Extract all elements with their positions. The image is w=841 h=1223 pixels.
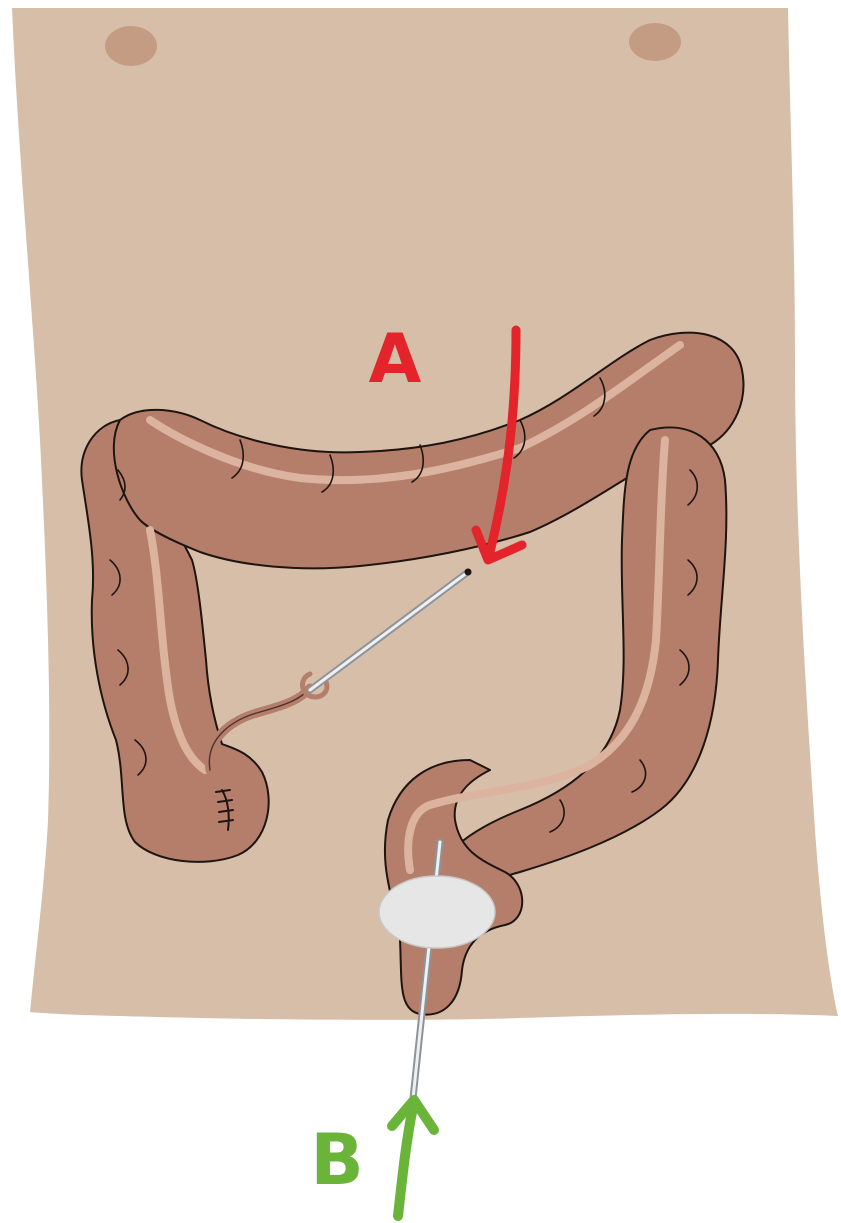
- balloon: [379, 876, 495, 948]
- left-mark: [105, 26, 157, 66]
- right-mark: [629, 23, 681, 61]
- needle-tip: [465, 569, 472, 576]
- label-a: A: [369, 320, 422, 399]
- arrow-up-icon: [392, 1100, 434, 1216]
- label-b: B: [310, 1119, 363, 1201]
